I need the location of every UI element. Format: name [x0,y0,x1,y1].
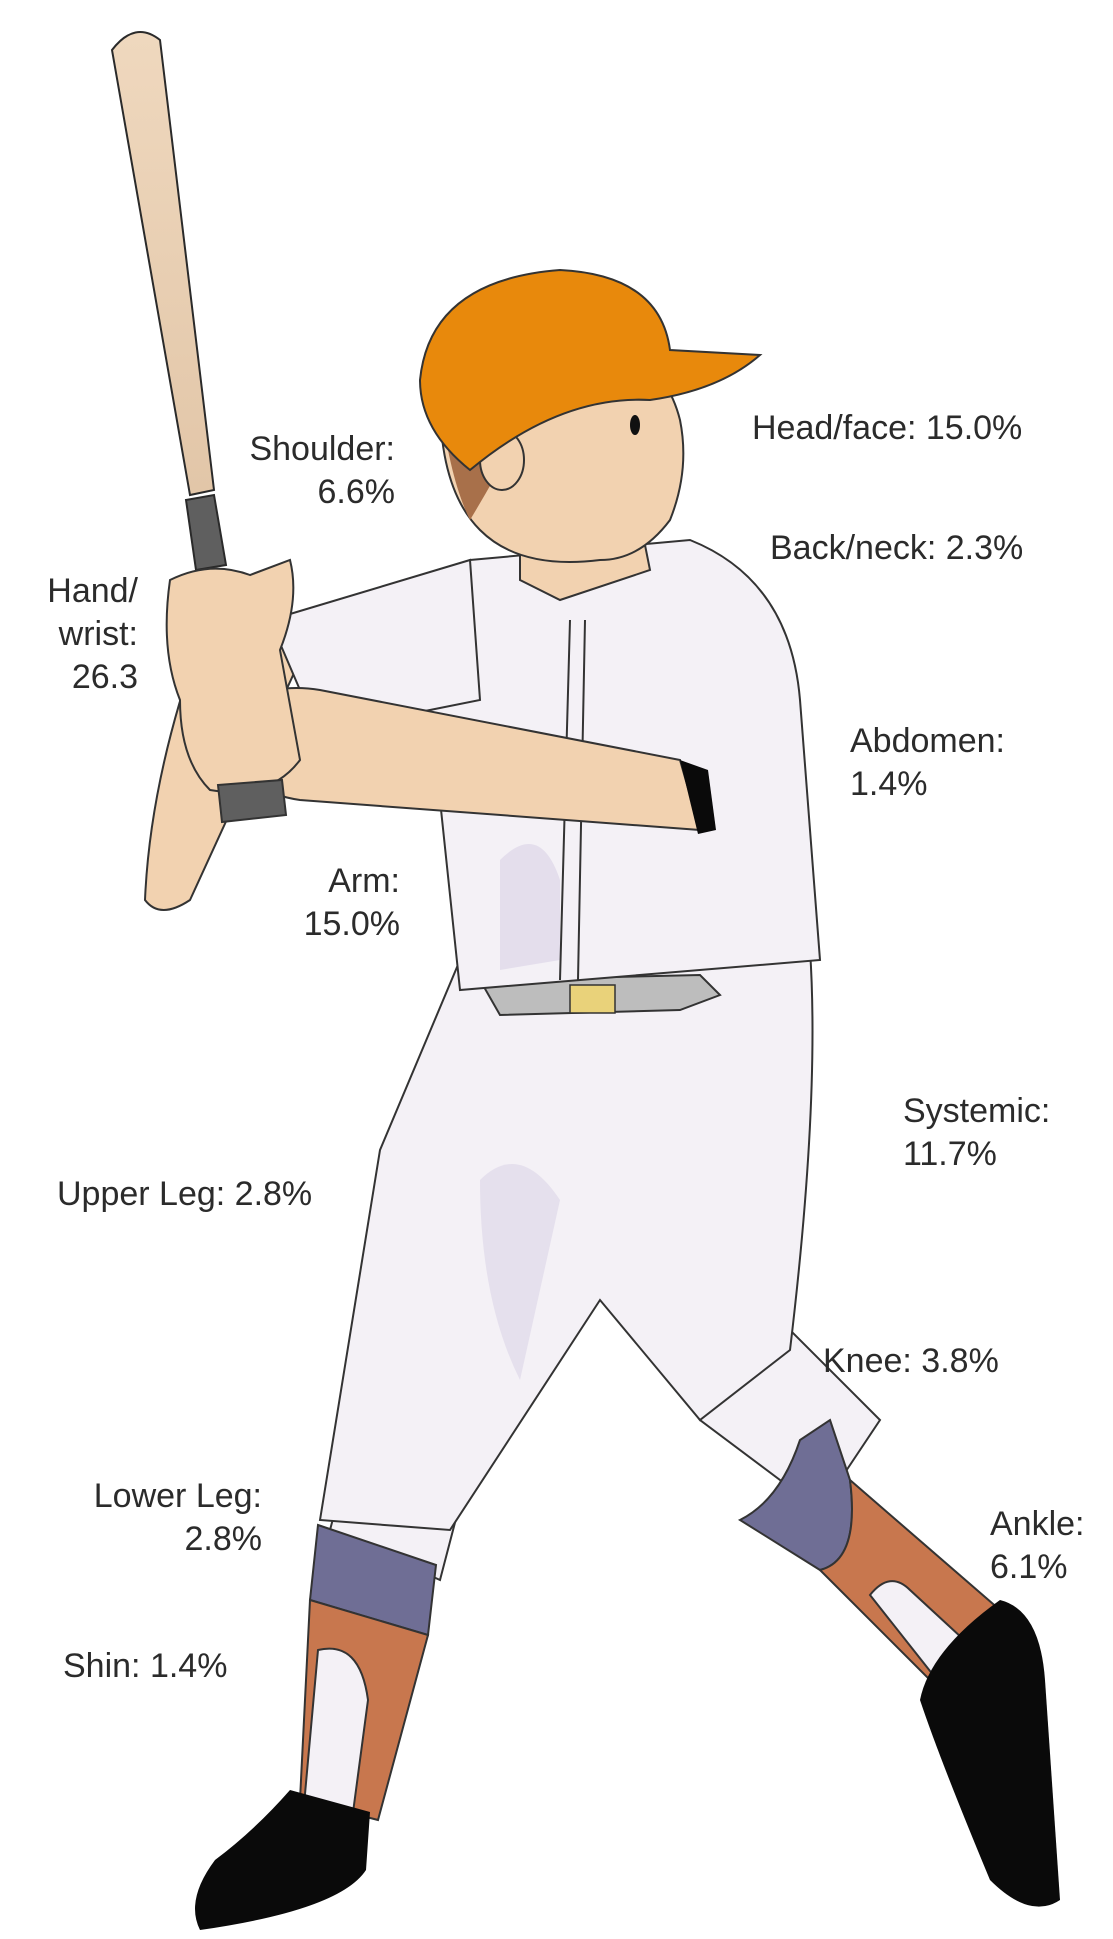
label-shoulder: Shoulder: 6.6% [215,428,395,514]
label-abdomen: Abdomen: 1.4% [850,720,1005,806]
bat-knob [218,780,286,822]
jersey-shadow [500,844,560,970]
label-ankle: Ankle: 6.1% [990,1503,1085,1589]
belt-buckle [570,985,615,1013]
label-upper-leg: Upper Leg: 2.8% [57,1173,312,1216]
label-lower-leg: Lower Leg: 2.8% [40,1475,262,1561]
label-shin: Shin: 1.4% [63,1645,227,1688]
label-arm: Arm: 15.0% [260,860,400,946]
label-back-neck: Back/neck: 2.3% [770,527,1023,570]
label-hand-wrist: Hand/ wrist: 26.3 [20,570,138,699]
label-head-face: Head/face: 15.0% [752,407,1022,450]
label-systemic: Systemic: 11.7% [903,1090,1050,1176]
back-shoe [195,1790,370,1930]
label-knee: Knee: 3.8% [823,1340,999,1383]
bat [112,32,214,495]
eye [630,415,640,435]
